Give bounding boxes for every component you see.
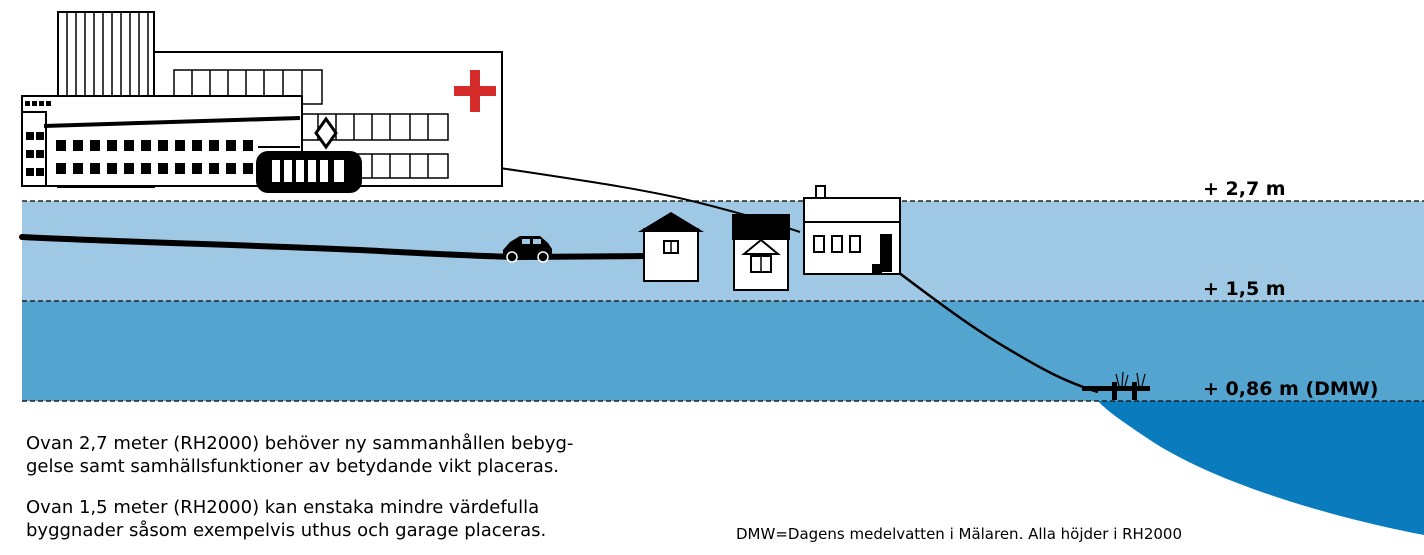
road-line bbox=[19, 234, 648, 261]
level-label-15: + 1,5 m bbox=[1203, 278, 1286, 300]
tram bbox=[256, 116, 362, 193]
caption-above-15-line2: byggnader såsom exempelvis uthus och gar… bbox=[26, 520, 547, 541]
shore-slope-line bbox=[897, 271, 1099, 394]
car bbox=[503, 236, 552, 263]
caption-above-15: Ovan 1,5 meter (RH2000) kan enstaka mind… bbox=[26, 496, 706, 542]
red-cross-icon bbox=[454, 70, 496, 112]
level-label-dmw: + 0,86 m (DMW) bbox=[1203, 378, 1378, 400]
caption-above-27: Ovan 2,7 meter (RH2000) behöver ny samma… bbox=[26, 432, 706, 478]
jetty bbox=[1082, 371, 1150, 400]
band-between-15-27 bbox=[22, 201, 1424, 301]
lake-water bbox=[1098, 401, 1424, 535]
villa bbox=[803, 185, 901, 275]
band-between-086-15 bbox=[22, 301, 1424, 401]
level-label-27: + 2,7 m bbox=[1203, 178, 1286, 200]
hospital-building bbox=[21, 11, 503, 188]
dmw-footnote: DMW=Dagens medelvatten i Mälaren. Alla h… bbox=[736, 525, 1183, 543]
caption-above-15-line1: Ovan 1,5 meter (RH2000) kan enstaka mind… bbox=[26, 497, 540, 518]
garage-house bbox=[732, 214, 790, 291]
small-house bbox=[638, 212, 704, 282]
caption-above-27-line1: Ovan 2,7 meter (RH2000) behöver ny samma… bbox=[26, 433, 574, 454]
caption-above-27-line2: gelse samt samhällsfunktioner av betydan… bbox=[26, 456, 559, 477]
